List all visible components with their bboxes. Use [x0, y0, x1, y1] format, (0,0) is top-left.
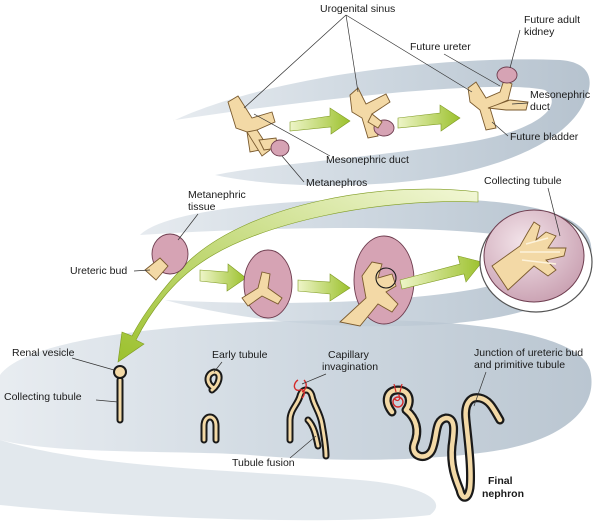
capillary-invagination-red — [293, 379, 307, 399]
stage-ureteric-bud — [144, 233, 189, 281]
label-collecting-tubule-top: Collecting tubule — [484, 175, 562, 187]
label-final-nephron-1: Final — [488, 475, 513, 487]
label-junction-2: and primitive tubule — [474, 359, 565, 371]
arrow-2 — [397, 104, 461, 132]
label-junction-1: Junction of ureteric bud — [474, 347, 583, 359]
label-metanephros: Metanephros — [306, 177, 367, 189]
arrow-3 — [199, 263, 247, 292]
label-mesonephric-duct-center: Mesonephric duct — [326, 154, 409, 166]
arrow-4 — [297, 273, 351, 302]
final-nephron-stage — [382, 383, 505, 502]
label-mesonephric-duct-right-1: Mesonephric — [530, 89, 590, 101]
stage-3-urogenital-sinus — [467, 66, 529, 131]
label-early-tubule: Early tubule — [212, 349, 268, 361]
spiral-band-bottom-shadow — [0, 440, 437, 521]
label-future-bladder: Future bladder — [510, 131, 579, 143]
label-tubule-fusion: Tubule fusion — [232, 457, 295, 469]
label-metanephric-tissue-1: Metanephric — [188, 189, 246, 201]
label-future-adult-kidney-1: Future adult — [524, 14, 580, 26]
label-capillary-invagination-1: Capillary — [328, 349, 370, 361]
glomerulus-red — [392, 396, 404, 408]
label-final-nephron-2: nephron — [482, 488, 524, 500]
label-future-ureter: Future ureter — [410, 41, 471, 53]
label-capillary-invagination-2: invagination — [322, 361, 378, 373]
future-adult-kidney-shape — [496, 66, 518, 84]
spiral-band-middle — [140, 198, 592, 327]
renal-vesicle-stage — [113, 365, 127, 424]
stage-1-urogenital-sinus — [227, 95, 279, 157]
metanephros-stage-1 — [270, 139, 290, 157]
label-mesonephric-duct-right-2: duct — [530, 101, 550, 113]
label-urogenital-sinus: Urogenital sinus — [320, 3, 395, 15]
arrow-5 — [399, 255, 483, 290]
spiral-band-top — [175, 59, 590, 186]
stage-branching-1 — [241, 249, 293, 319]
label-metanephric-tissue-2: tissue — [188, 201, 216, 213]
stage-2-urogenital-sinus — [349, 87, 395, 139]
curved-arrow-to-nephron — [117, 188, 479, 363]
stage-branching-2 — [339, 235, 415, 327]
label-ureteric-bud: Ureteric bud — [70, 265, 127, 277]
label-collecting-tubule-left: Collecting tubule — [4, 391, 82, 403]
label-future-adult-kidney-2: kidney — [524, 26, 555, 38]
zoom-circle — [375, 267, 397, 289]
arrow-1 — [289, 107, 351, 135]
tubule-fusion-stage — [286, 379, 330, 460]
label-renal-vesicle: Renal vesicle — [12, 347, 75, 359]
